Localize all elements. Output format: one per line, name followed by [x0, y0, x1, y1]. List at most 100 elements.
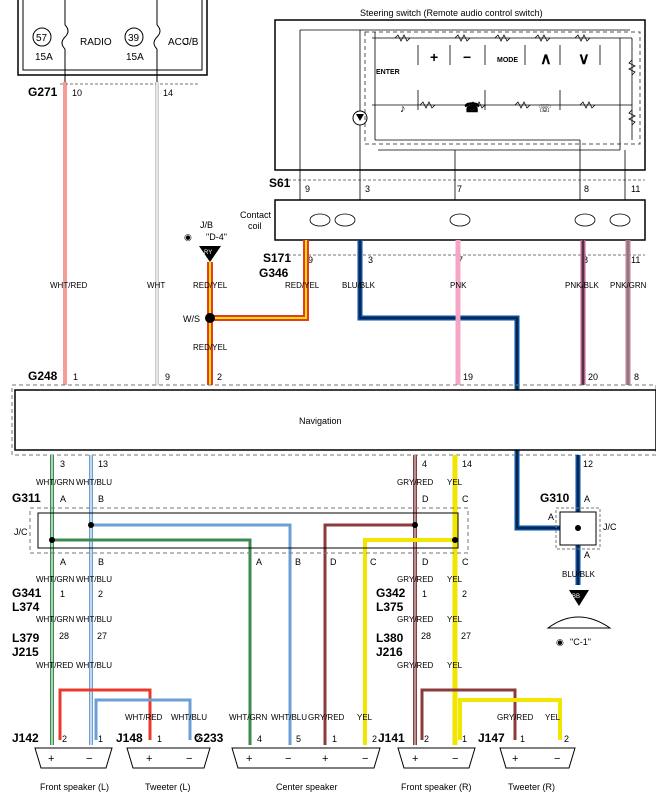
pin-label: 1 [60, 589, 65, 599]
connector-g342: G342 [376, 586, 406, 600]
connector-g341: G341 [12, 586, 42, 600]
wire-label: YEL [447, 478, 463, 487]
connector-l374: L374 [12, 600, 40, 614]
connector-g233: G233 [194, 731, 224, 745]
pin-label: 5 [296, 734, 301, 744]
pin-label: C [462, 557, 469, 567]
pin-label: D [422, 557, 429, 567]
connector-l379: L379 [12, 631, 40, 645]
wire-label: GRY/RED [397, 478, 434, 487]
connector-l380: L380 [376, 631, 404, 645]
center-speaker-label: Center speaker [276, 782, 338, 792]
pin-label: 19 [463, 372, 473, 382]
wire-label: GRY/RED [308, 713, 345, 722]
wire-label: WHT [147, 281, 165, 290]
minus-icon: − [285, 753, 291, 765]
connector-j216: J216 [376, 645, 403, 659]
minus-icon: − [186, 753, 192, 765]
wire-label: WHT/BLU [271, 713, 307, 722]
pin-label: C [462, 494, 469, 504]
pin-label: 1 [520, 734, 525, 744]
front-speaker-l-label: Front speaker (L) [40, 782, 109, 792]
wire-label: WHT/BLU [76, 478, 112, 487]
wires-lower [50, 455, 581, 745]
fuse-radio-icon [61, 0, 69, 82]
wire-label: RED/YEL [285, 281, 320, 290]
splice-ws-icon [205, 313, 215, 323]
jc-g310-label: J/C [603, 522, 617, 532]
fuse-radio-amp: 15A [35, 52, 53, 63]
wire-label: WHT/BLU [171, 713, 207, 722]
pin-label: D [422, 494, 429, 504]
pin-label: 3 [368, 255, 373, 265]
wire-label: PNK/BLK [565, 281, 599, 290]
plus-icon: + [512, 753, 518, 765]
connector-s61: S61 [269, 176, 291, 190]
pin-label: 3 [365, 184, 370, 194]
pin-label: 9 [308, 255, 313, 265]
pin-label: 2 [62, 734, 67, 744]
wire-label: WHT/GRN [36, 575, 74, 584]
pin-label: A [60, 494, 66, 504]
wire-label: WHT/BLU [76, 661, 112, 670]
pin-label: 2 [424, 734, 429, 744]
eye-icon: ◉ [184, 232, 192, 242]
connector-g346: G346 [259, 266, 289, 280]
wire-label: YEL [447, 615, 463, 624]
pin-label: 2 [462, 589, 467, 599]
pin-label: 1 [332, 734, 337, 744]
jb-d4-badge: RY [204, 250, 212, 256]
pin-label: 2 [217, 372, 222, 382]
wire-label: RED/YEL [193, 281, 228, 290]
fuse-57-number: 57 [36, 33, 48, 44]
fuse-acc-name: ACC [168, 37, 189, 48]
pin-label: 1 [73, 372, 78, 382]
instrument-cluster-icon [546, 616, 612, 629]
wire-label: GRY/RED [397, 661, 434, 670]
fuse-acc-icon [153, 0, 161, 82]
pin-label: 4 [422, 459, 427, 469]
jb-d4-triangle-icon [199, 246, 221, 262]
pin-label: 27 [461, 631, 471, 641]
pin-label: 9 [305, 184, 310, 194]
tweeter-l-label: Tweeter (L) [145, 782, 191, 792]
connector-j148: J148 [116, 731, 143, 745]
jb-d4-line1: J/B [200, 220, 213, 230]
plus-icon: + [412, 753, 418, 765]
pin-label: 3 [60, 459, 65, 469]
phone-hook-icon: ☎ [464, 100, 480, 115]
pin-label: 12 [583, 459, 593, 469]
jb-label: J/B [184, 37, 199, 48]
pin-label: 11 [631, 255, 640, 265]
pin-label: 8 [634, 372, 639, 382]
plus-icon: + [322, 753, 328, 765]
wire-label: BLU/BLK [342, 281, 376, 290]
pin-label: 8 [583, 255, 588, 265]
connector-l375: L375 [376, 600, 404, 614]
pin-label: A [60, 557, 66, 567]
wire-label: WHT/RED [125, 713, 163, 722]
contact-coil-label-1: Contact [240, 210, 272, 220]
pin-label: A [584, 494, 590, 504]
eye-icon: ◉ [556, 637, 564, 647]
wire-label: GRY/RED [397, 575, 434, 584]
pin-label: 2 [564, 734, 569, 744]
pin-label: 1 [462, 734, 467, 744]
contact-coil-box [274, 199, 646, 241]
wire-label: PNK [450, 281, 467, 290]
navigation-label: Navigation [299, 416, 342, 426]
navigation-unit [14, 389, 656, 451]
pin-label: 14 [163, 88, 173, 98]
pin-label: C [370, 557, 377, 567]
wire-label: WHT/BLU [76, 575, 112, 584]
pin-label: B [98, 494, 104, 504]
plus-icon: + [246, 753, 252, 765]
steering-title: Steering switch (Remote audio control sw… [360, 8, 543, 18]
connector-s171: S171 [263, 251, 291, 265]
resistor-icons [394, 34, 636, 126]
minus-icon: − [86, 753, 92, 765]
enter-label: ENTER [376, 69, 400, 76]
wire-label: BLU/BLK [562, 570, 596, 579]
down-icon: ∨ [578, 51, 590, 68]
